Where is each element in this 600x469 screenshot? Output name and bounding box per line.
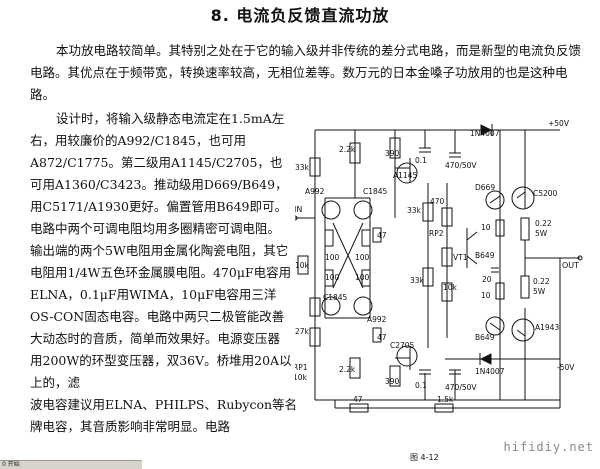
- label-r33k-b: 33k: [407, 206, 422, 215]
- label-vplus: +50V: [548, 119, 570, 128]
- label-diode-bottom: 1N4007: [475, 367, 505, 376]
- label-r100-b: 100: [355, 253, 370, 262]
- label-r47-fb: 47: [353, 395, 363, 404]
- label-a1943: A1943: [535, 323, 559, 332]
- label-r390-a: 390: [385, 149, 400, 158]
- label-vt1: VT1: [453, 253, 468, 262]
- label-r10-b: 10: [481, 291, 491, 300]
- label-r10k-in: 10k: [295, 261, 310, 270]
- taskbar-start-button[interactable]: 0 开始: [0, 460, 142, 469]
- label-c1845-top: C1845: [363, 187, 388, 196]
- label-r5w-b: 5W: [533, 287, 546, 296]
- label-r100-d: 100: [355, 273, 370, 282]
- label-c01-a: 0.1: [415, 156, 427, 165]
- figure-caption: 图 4-12: [410, 453, 439, 462]
- circuit-schematic: +50V -50V IN OUT 33k 2.2k 390 0.1 470/50…: [292, 108, 595, 422]
- label-r2k2-a: 2.2k: [339, 145, 356, 154]
- label-r5w-a: 5W: [535, 229, 548, 238]
- label-r47-a: 47: [377, 231, 387, 240]
- label-a992-bottom: A992: [367, 315, 387, 324]
- label-diode-top: 1N4007: [470, 129, 500, 138]
- label-r33k-c: 33k: [410, 276, 425, 285]
- watermark-text: hifidiy.net: [503, 440, 594, 454]
- design-paragraph: 设计时，将输入级静态电流定在1.5mA左右，用较廉价的A992/C1845，也可…: [30, 111, 292, 390]
- label-r33k-a: 33k: [295, 163, 310, 172]
- label-a1145: A1145: [393, 171, 417, 180]
- label-r022-a: 0.22: [535, 219, 552, 228]
- label-output: OUT: [562, 261, 579, 270]
- label-r470: 470: [430, 197, 445, 206]
- label-r10k-rp1: 10k: [295, 373, 308, 382]
- label-r100-a: 100: [325, 253, 340, 262]
- label-r10k-rp2: 10k: [443, 283, 458, 292]
- label-r20: 20: [482, 275, 492, 284]
- capacitor-paragraph: 波电容建议用ELNA、PHILPS、Rubycon等名牌电容，其音质影响非常明显…: [30, 397, 298, 434]
- label-d669: D669: [475, 183, 495, 192]
- label-c01-b: 0.1: [415, 381, 427, 390]
- label-c5200: C5200: [533, 189, 558, 198]
- label-c470-a: 470/50V: [445, 161, 477, 170]
- label-r2k2-b: 2.2k: [339, 365, 356, 374]
- label-r27k: 27k: [295, 327, 310, 336]
- intro-paragraph: 本功放电路较简单。其特别之处在于它的输入级并非传统的差分式电路，而是新型的电流负…: [30, 43, 582, 102]
- label-r10-a: 10: [481, 223, 491, 232]
- label-b649-bias: B649: [475, 251, 495, 260]
- label-input: IN: [295, 205, 302, 214]
- section-title: 8. 电流负反馈直流功放: [210, 6, 390, 25]
- label-r1k5: 1.5k: [437, 395, 454, 404]
- label-c2705: C2705: [390, 341, 415, 350]
- label-c470-b: 470/50V: [445, 383, 477, 392]
- label-rp1: RP1: [295, 363, 308, 372]
- label-c1845-bottom: C1845: [323, 293, 348, 302]
- label-r100-c: 100: [325, 273, 340, 282]
- label-r022-b: 0.22: [533, 277, 550, 286]
- label-b649-drv: B649: [475, 333, 495, 342]
- label-a992-top: A992: [305, 187, 325, 196]
- label-r390-b: 390: [385, 377, 400, 386]
- label-vminus: -50V: [557, 363, 575, 372]
- label-r47-b: 47: [377, 333, 387, 342]
- label-rp2: RP2: [429, 229, 444, 238]
